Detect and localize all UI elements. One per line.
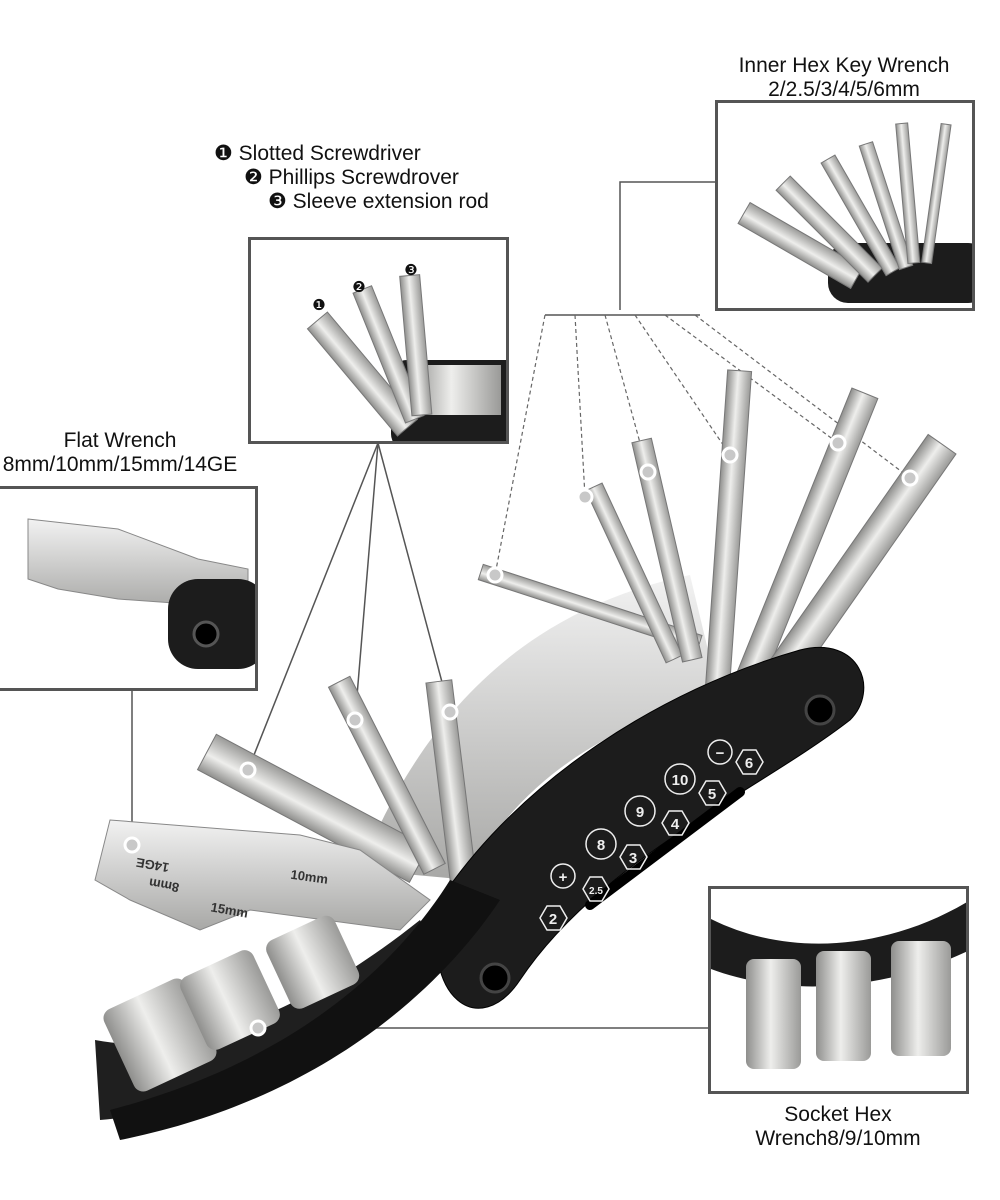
mark-hex-2 [539,905,568,931]
marker-3: ❸ [268,190,287,213]
engraving-10mm: 10mm [290,867,329,887]
screwdriver-inset: ❶ ❷ ❸ [248,237,509,444]
bolt-bottom [479,962,511,994]
flat-wrench-inset [0,486,258,691]
mark-9 [624,795,656,827]
hex-key-2 [477,563,703,652]
mark-label-6: 6 [745,755,753,772]
side-plate [110,880,500,1140]
socket-label: Socket Hex Wrench8/9/10mm [708,1103,968,1151]
mark-8 [585,828,617,860]
engraving-14ge: 14GE [135,855,171,876]
hex-key-sizes: 2/2.5/3/4/5/6mm [768,78,920,101]
screwdriver-item-1: ❶ Slotted Screwdriver [214,142,489,166]
inset-marker-3: ❸ [404,262,417,279]
socket-inset [708,886,969,1094]
socket-8mm [266,915,360,1009]
hex-key-inset [715,100,975,311]
engraving-15mm: 15mm [210,899,250,920]
socket-10mm [103,978,217,1092]
mark-label-phillips: + [559,869,568,886]
handle-markings [539,739,764,931]
mark-label-slotted: − [716,745,725,762]
mark-hex-3 [619,844,648,870]
screwdriver-item-3: ❸ Sleeve extension rod [214,190,489,214]
marker-2: ❷ [244,166,263,189]
screwdriver-inset-image: ❶ ❷ ❸ [306,262,506,441]
mark-label-10: 10 [672,772,689,789]
sockets [95,915,440,1120]
marking-labels: + 8 9 10 − 2 2.5 3 4 5 6 [549,745,753,928]
screwdriver-label: ❶ Slotted Screwdriver ❷ Phillips Screwdr… [214,142,489,214]
flat-wrench-sizes: 8mm/10mm/15mm/14GE [2,453,238,476]
hex-keys [477,369,957,709]
item-text: Slotted Screwdriver [238,142,421,165]
socket-sizes: Wrench8/9/10mm [755,1127,921,1150]
hex-key-inset-image [737,122,972,303]
socket-title: Socket Hex [784,1103,892,1126]
hex-key-3 [631,437,703,663]
flat-wrench-inset-image [27,518,255,669]
hex-key-2-5 [585,482,684,664]
engraving-8mm: 8mm [148,875,181,895]
inset-marker-2: ❷ [352,279,365,296]
hex-key-4 [704,369,753,692]
hex-key-title: Inner Hex Key Wrench [738,54,950,77]
mark-label-9: 9 [636,804,644,821]
mark-hex-4 [661,810,690,836]
handle-groove [585,787,745,910]
item-text: Phillips Screwdrover [268,166,459,189]
mark-hex-6 [735,749,764,775]
mark-label-2: 2 [549,911,557,928]
callout-dots [123,434,919,1037]
mark-label-5: 5 [708,786,716,803]
mark-label-4: 4 [671,816,680,833]
screwdriver-item-2: ❷ Phillips Screwdrover [214,166,489,190]
socket-inset-image [711,902,966,1069]
mark-hex-5 [698,780,727,806]
item-text: Sleeve extension rod [292,190,489,213]
marker-1: ❶ [214,142,233,165]
mark-hex-2-5 [582,876,610,902]
inset-marker-1: ❶ [312,297,325,314]
mark-label-3: 3 [629,850,637,867]
bolt-top [804,694,836,726]
mark-slotted [707,739,733,765]
flat-wrench-label: Flat Wrench 8mm/10mm/15mm/14GE [0,429,270,477]
mark-phillips [550,863,576,889]
flat-wrench-title: Flat Wrench [63,429,177,452]
mark-label-8: 8 [597,837,605,854]
wrench-engravings: 14GE 8mm 10mm 15mm [135,855,329,921]
hex-key-label: Inner Hex Key Wrench 2/2.5/3/4/5/6mm [716,54,972,102]
mark-label-2-5: 2.5 [589,886,603,897]
handle [435,647,865,1009]
mark-10 [664,763,696,795]
